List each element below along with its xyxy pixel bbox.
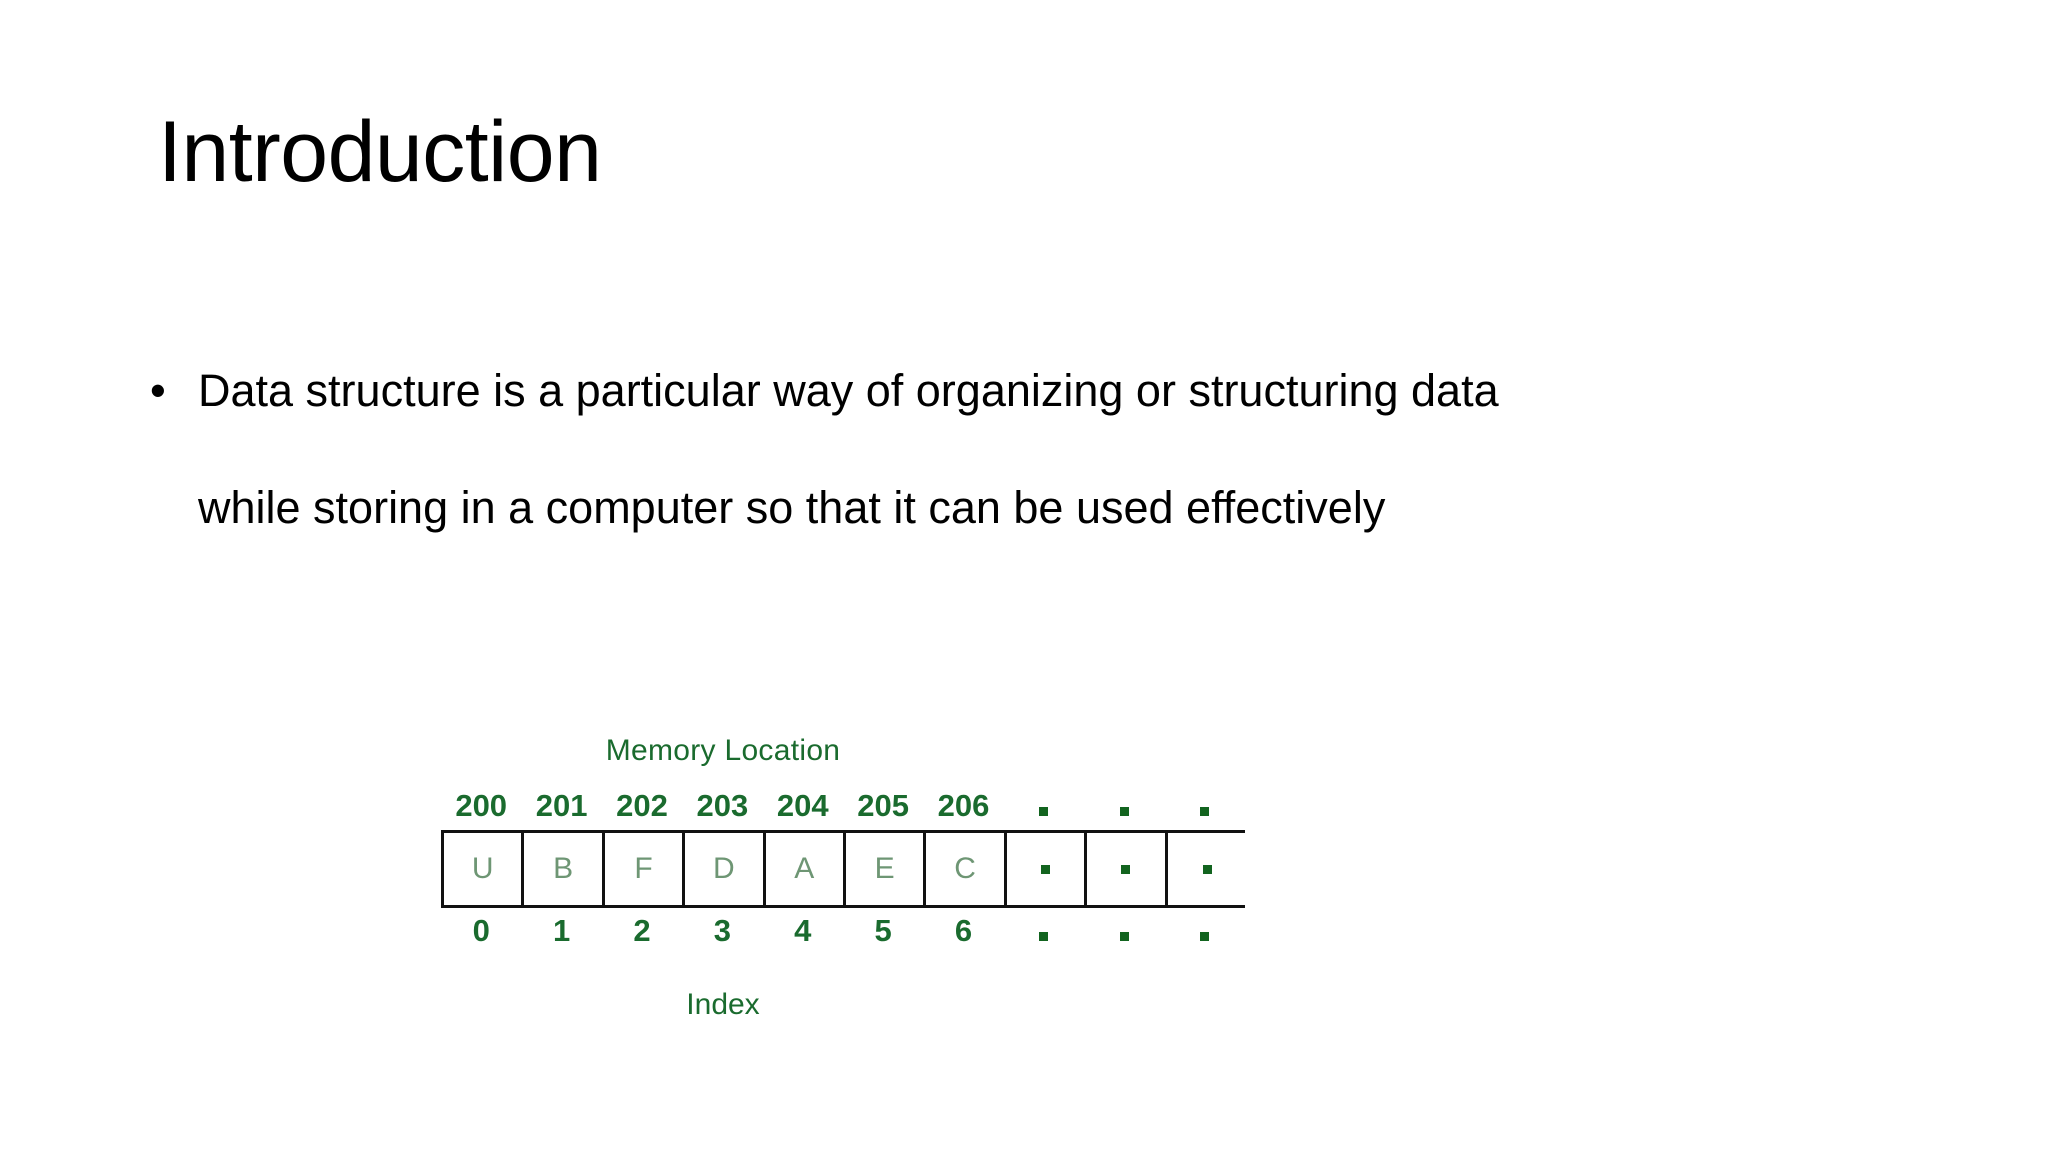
index-value: 0 xyxy=(472,913,490,948)
square-dot-icon xyxy=(1121,864,1131,874)
square-dot-icon xyxy=(1200,807,1210,816)
memory-cell: D xyxy=(685,833,766,905)
body-text-block: • Data structure is a particular way of … xyxy=(150,368,1950,530)
index-value: 6 xyxy=(954,913,973,948)
memory-cell: F xyxy=(604,833,686,905)
index-value-ellipsis xyxy=(1004,915,1084,946)
memory-cell-ellipsis xyxy=(1167,833,1248,905)
bullet-line-2: while storing in a computer so that it c… xyxy=(198,482,1386,533)
square-dot-icon xyxy=(1200,932,1210,941)
index-value: 1 xyxy=(552,913,571,948)
square-dot-icon xyxy=(1039,932,1049,941)
index-value-ellipsis xyxy=(1084,915,1164,946)
memory-location-label: Memory Location xyxy=(605,734,841,767)
memory-address-ellipsis xyxy=(1165,790,1245,821)
memory-cell: A xyxy=(765,833,846,905)
square-dot-icon xyxy=(1040,864,1050,874)
index-value: 2 xyxy=(633,913,651,948)
memory-address-row: 200 201 202 203 204 205 206 xyxy=(441,790,1245,821)
memory-cell: U xyxy=(444,833,525,905)
bullet-point-icon: • xyxy=(150,365,166,416)
bullet-line-1: Data structure is a particular way of or… xyxy=(198,365,1499,416)
index-caption: Index xyxy=(686,988,760,1021)
memory-address: 203 xyxy=(696,788,749,823)
index-value: 5 xyxy=(874,913,892,948)
memory-address-ellipsis xyxy=(1084,790,1164,821)
bullet-item: • Data structure is a particular way of … xyxy=(150,368,1950,530)
square-dot-icon xyxy=(1119,932,1129,941)
memory-address: 201 xyxy=(535,788,588,823)
square-dot-icon xyxy=(1039,807,1049,816)
square-dot-icon xyxy=(1203,864,1213,874)
memory-cell: B xyxy=(524,833,605,905)
memory-address: 205 xyxy=(857,788,910,823)
index-value: 3 xyxy=(713,913,731,948)
index-value: 4 xyxy=(794,913,812,948)
memory-cell: E xyxy=(845,833,927,905)
memory-address: 206 xyxy=(937,788,990,823)
memory-cell-table: U B F D A E C xyxy=(441,830,1248,908)
memory-array-diagram: Memory Location 200 201 202 203 204 205 … xyxy=(441,734,1248,1022)
memory-cell: C xyxy=(926,833,1007,905)
index-value-ellipsis xyxy=(1165,915,1245,946)
square-dot-icon xyxy=(1119,807,1129,816)
memory-address: 204 xyxy=(776,788,829,823)
memory-cell-ellipsis xyxy=(1006,833,1088,905)
page-title: Introduction xyxy=(158,104,602,200)
memory-address: 202 xyxy=(616,788,668,823)
memory-cell-ellipsis xyxy=(1087,833,1168,905)
bullet-text: Data structure is a particular way of or… xyxy=(198,368,1950,530)
memory-address-ellipsis xyxy=(1004,790,1084,821)
memory-address: 200 xyxy=(455,788,508,823)
index-row: 0 1 2 3 4 5 6 xyxy=(441,915,1245,946)
